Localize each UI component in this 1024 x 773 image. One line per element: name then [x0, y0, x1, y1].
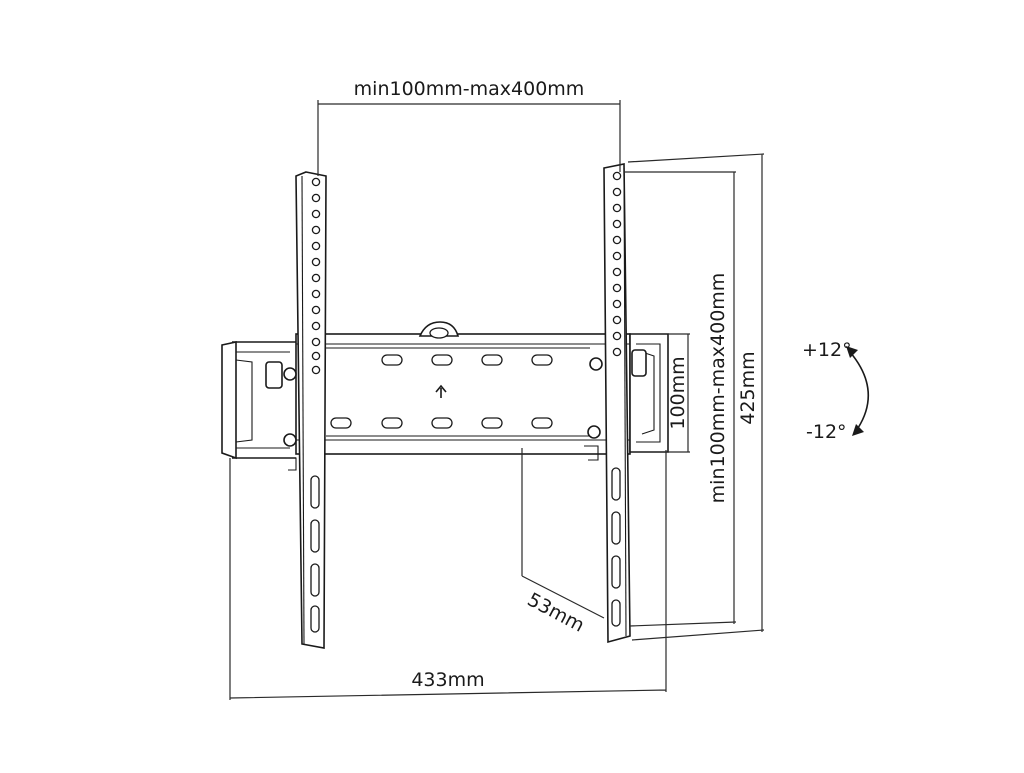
right-arm-holes: [611, 171, 622, 627]
label-total-height: 425mm: [737, 351, 759, 424]
label-tilt-down: -12°: [806, 421, 847, 443]
right-screw-top: [589, 357, 603, 371]
dim-vertical-range: [624, 171, 737, 627]
dim-total-width: [229, 450, 667, 700]
tilt-arc: [846, 346, 870, 436]
wall-plate-hook-hole: [429, 327, 449, 339]
label-tilt-up: +12°: [802, 339, 852, 361]
slot: [481, 354, 503, 366]
slot: [531, 354, 553, 366]
tilt-arc-line: [849, 351, 870, 429]
left-knob: [265, 361, 283, 389]
tilt-arrow-up-icon: [846, 346, 858, 358]
wall-plate-slots: [330, 354, 553, 429]
label-vertical-range: min100mm-max400mm: [707, 273, 729, 504]
left-arm-edge: [301, 175, 305, 645]
tilt-knobs: [265, 349, 647, 471]
right-vertical-arm: [603, 163, 631, 644]
dim-depth: [521, 448, 605, 619]
wall-plate-left-ear: [221, 341, 237, 460]
label-total-width: 433mm: [411, 669, 484, 691]
slot: [381, 354, 403, 366]
right-arm-edge: [623, 167, 627, 637]
slot: [531, 417, 553, 429]
left-arm-holes: [310, 177, 321, 633]
dim-bracket-height: [668, 333, 690, 453]
wall-plate-left-ear-inner: [235, 351, 290, 449]
left-lower-clip: [282, 457, 297, 471]
label-depth: 53mm: [524, 589, 588, 637]
left-vertical-arm: [295, 171, 327, 649]
up-arrow-icon: [435, 384, 447, 398]
dim-top-width: [317, 100, 621, 176]
wall-plate-rail-lines: [296, 343, 630, 441]
label-bracket-height: 100mm: [667, 356, 689, 429]
slot: [431, 417, 453, 429]
slot: [381, 417, 403, 429]
right-knob: [631, 349, 647, 377]
right-arm-body: [603, 163, 631, 644]
dim-total-height: [627, 153, 765, 641]
label-top-width: min100mm-max400mm: [354, 78, 585, 100]
wall-plate-right-ear-inner: [636, 343, 661, 443]
right-screw-bottom: [587, 425, 601, 439]
right-lower-clip: [584, 445, 599, 461]
left-screw-bottom: [283, 433, 297, 447]
slot: [431, 354, 453, 366]
left-screw-top: [283, 367, 297, 381]
tilt-arrow-down-icon: [852, 424, 864, 436]
slot: [330, 417, 352, 429]
slot: [481, 417, 503, 429]
